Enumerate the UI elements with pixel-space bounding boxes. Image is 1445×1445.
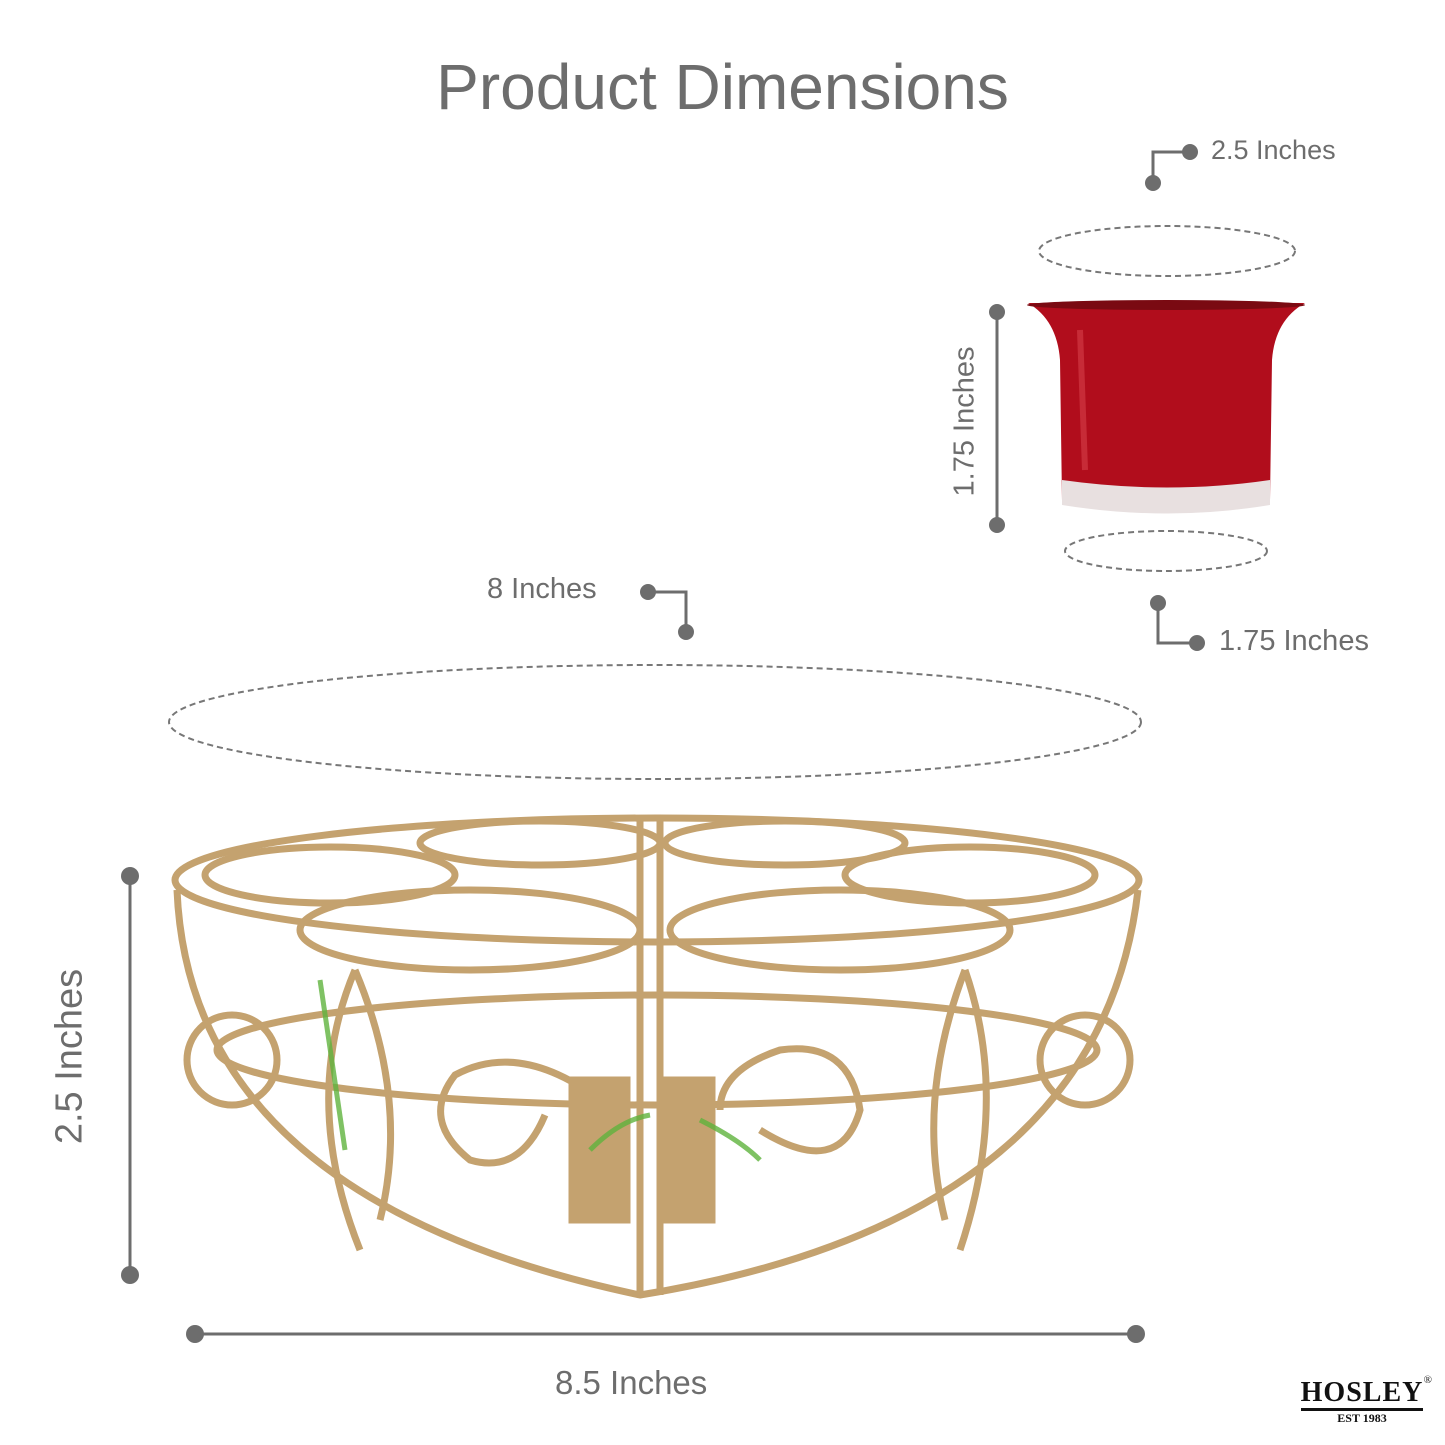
page-title: Product Dimensions (436, 51, 1009, 123)
hosley-logo: HOSLEY ® EST 1983 (1292, 1374, 1432, 1426)
leader-cup-bottom (1156, 603, 1197, 645)
leader-cup-top (1151, 150, 1190, 183)
cup-top-outline (1038, 225, 1296, 277)
red-votive-cup (1027, 300, 1305, 514)
gold-candle-holder (171, 814, 1143, 1299)
cup-top-diameter-label: 2.5 Inches (1211, 135, 1336, 165)
logo-registered: ® (1423, 1374, 1432, 1386)
logo-brand: HOSLEY (1300, 1378, 1424, 1411)
holder-width-label: 8.5 Inches (555, 1364, 708, 1401)
cup-bottom-outline (1064, 530, 1268, 572)
holder-height-label: 2.5 Inches (48, 968, 91, 1145)
logo-tagline: EST 1983 (1337, 1411, 1387, 1425)
cup-bottom-diameter-label: 1.75 Inches (1219, 625, 1369, 657)
leader-holder-top (648, 590, 688, 632)
cup-height-label: 1.75 Inches (948, 346, 981, 497)
holder-top-outline (168, 664, 1142, 780)
holder-top-diameter-label: 8 Inches (487, 573, 597, 605)
